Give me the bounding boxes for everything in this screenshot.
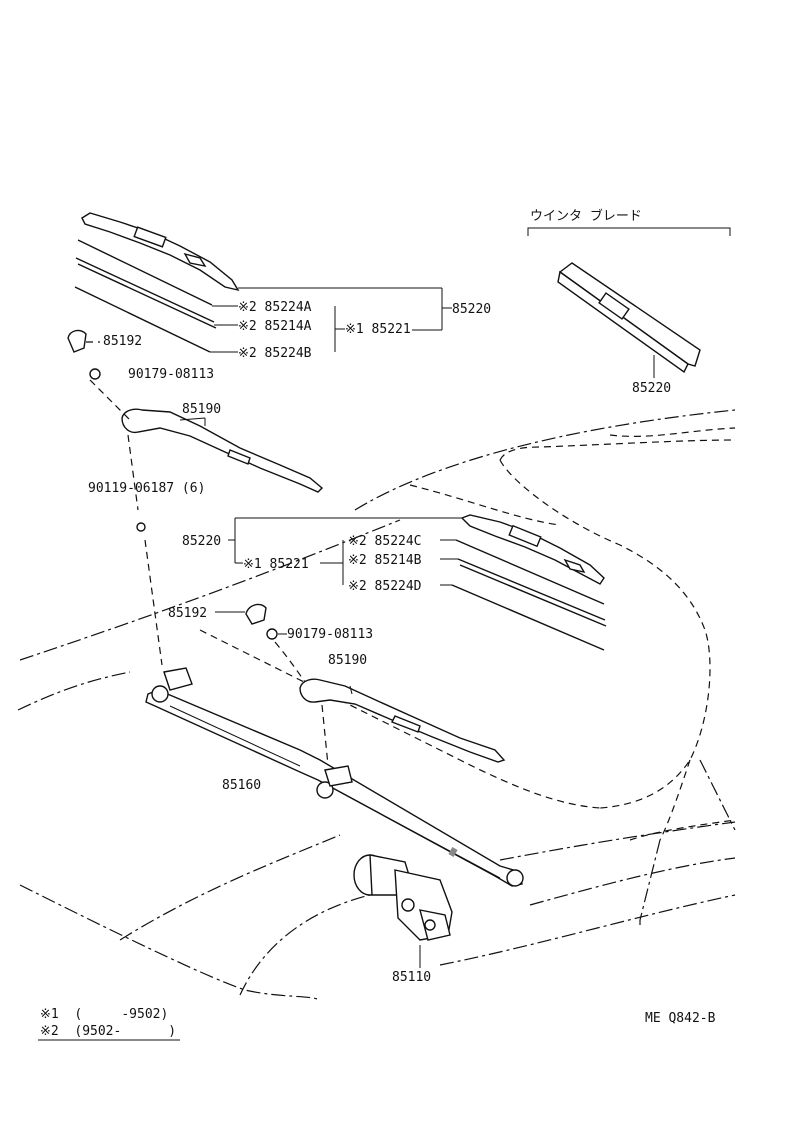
lower-wiper-blade xyxy=(460,514,605,585)
upper-refill-b-label: ※2 85224B xyxy=(238,346,312,361)
wiper-link-assembly xyxy=(145,667,524,887)
lower-rubber-b-label: ※2 85214B xyxy=(348,553,422,568)
upper-refill-strips xyxy=(74,239,217,353)
lower-wiper-arm xyxy=(299,678,506,763)
bolt-label: 90119-06187 (6) xyxy=(88,481,205,496)
lower-refill-d-label: ※2 85224D xyxy=(348,579,422,594)
winter-blade-heading: ウインタ ブレード xyxy=(530,208,642,224)
lower-refill-strips xyxy=(451,539,607,651)
upper-blade-assy-label: 85220 xyxy=(452,302,491,317)
winter-blade-part-number: 85220 xyxy=(632,381,671,396)
upper-wiper-arm xyxy=(121,408,324,493)
wiper-motor xyxy=(353,854,453,941)
windshield-outline xyxy=(199,427,736,841)
upper-nut-label: 90179-08113 xyxy=(128,367,214,382)
footnote-2: ※2 (9502- ) xyxy=(40,1024,176,1039)
lower-callout-leaders xyxy=(228,517,462,586)
lower-arm-label: 85190 xyxy=(328,653,367,668)
upper-rubber-a-label: ※2 85214A xyxy=(238,319,312,334)
lower-cap-label: 85192 xyxy=(168,606,207,621)
lower-blade-sub-label: ※1 85221 xyxy=(243,557,309,572)
upper-blade-sub-label: ※1 85221 xyxy=(345,322,411,337)
upper-nut-part xyxy=(89,368,101,380)
upper-wiper-blade xyxy=(81,212,240,292)
lower-nut-part xyxy=(266,628,278,640)
vehicle-body-outline xyxy=(17,409,736,1001)
diagram-code: ME Q842-B xyxy=(645,1011,716,1026)
upper-callout-leaders xyxy=(210,287,452,353)
winter-blade-inset: ウインタ ブレード 85220 xyxy=(527,208,731,396)
motor-label: 85110 xyxy=(392,970,431,985)
link-label: 85160 xyxy=(222,778,261,793)
footnote-1: ※1 ( -9502) xyxy=(40,1007,168,1022)
lower-blade-assy-label: 85220 xyxy=(182,534,221,549)
lower-nut-label: 90179-08113 xyxy=(287,627,373,642)
upper-arm-label: 85190 xyxy=(182,402,221,417)
upper-cap-label: 85192 xyxy=(103,334,142,349)
lower-callouts: 85220 ※1 85221 ※2 85224C ※2 85214B ※2 85… xyxy=(168,534,431,985)
upper-callouts: 85220 ※2 85224A ※2 85214A ※2 85224B ※1 8… xyxy=(88,300,491,496)
lower-refill-c-label: ※2 85224C xyxy=(348,534,422,549)
bolt-part xyxy=(136,522,146,532)
upper-refill-a-label: ※2 85224A xyxy=(238,300,312,315)
footnotes: ※1 ( -9502) ※2 (9502- ) xyxy=(38,1007,180,1041)
upper-cap-part xyxy=(67,329,87,353)
lower-cap-part xyxy=(245,603,267,625)
